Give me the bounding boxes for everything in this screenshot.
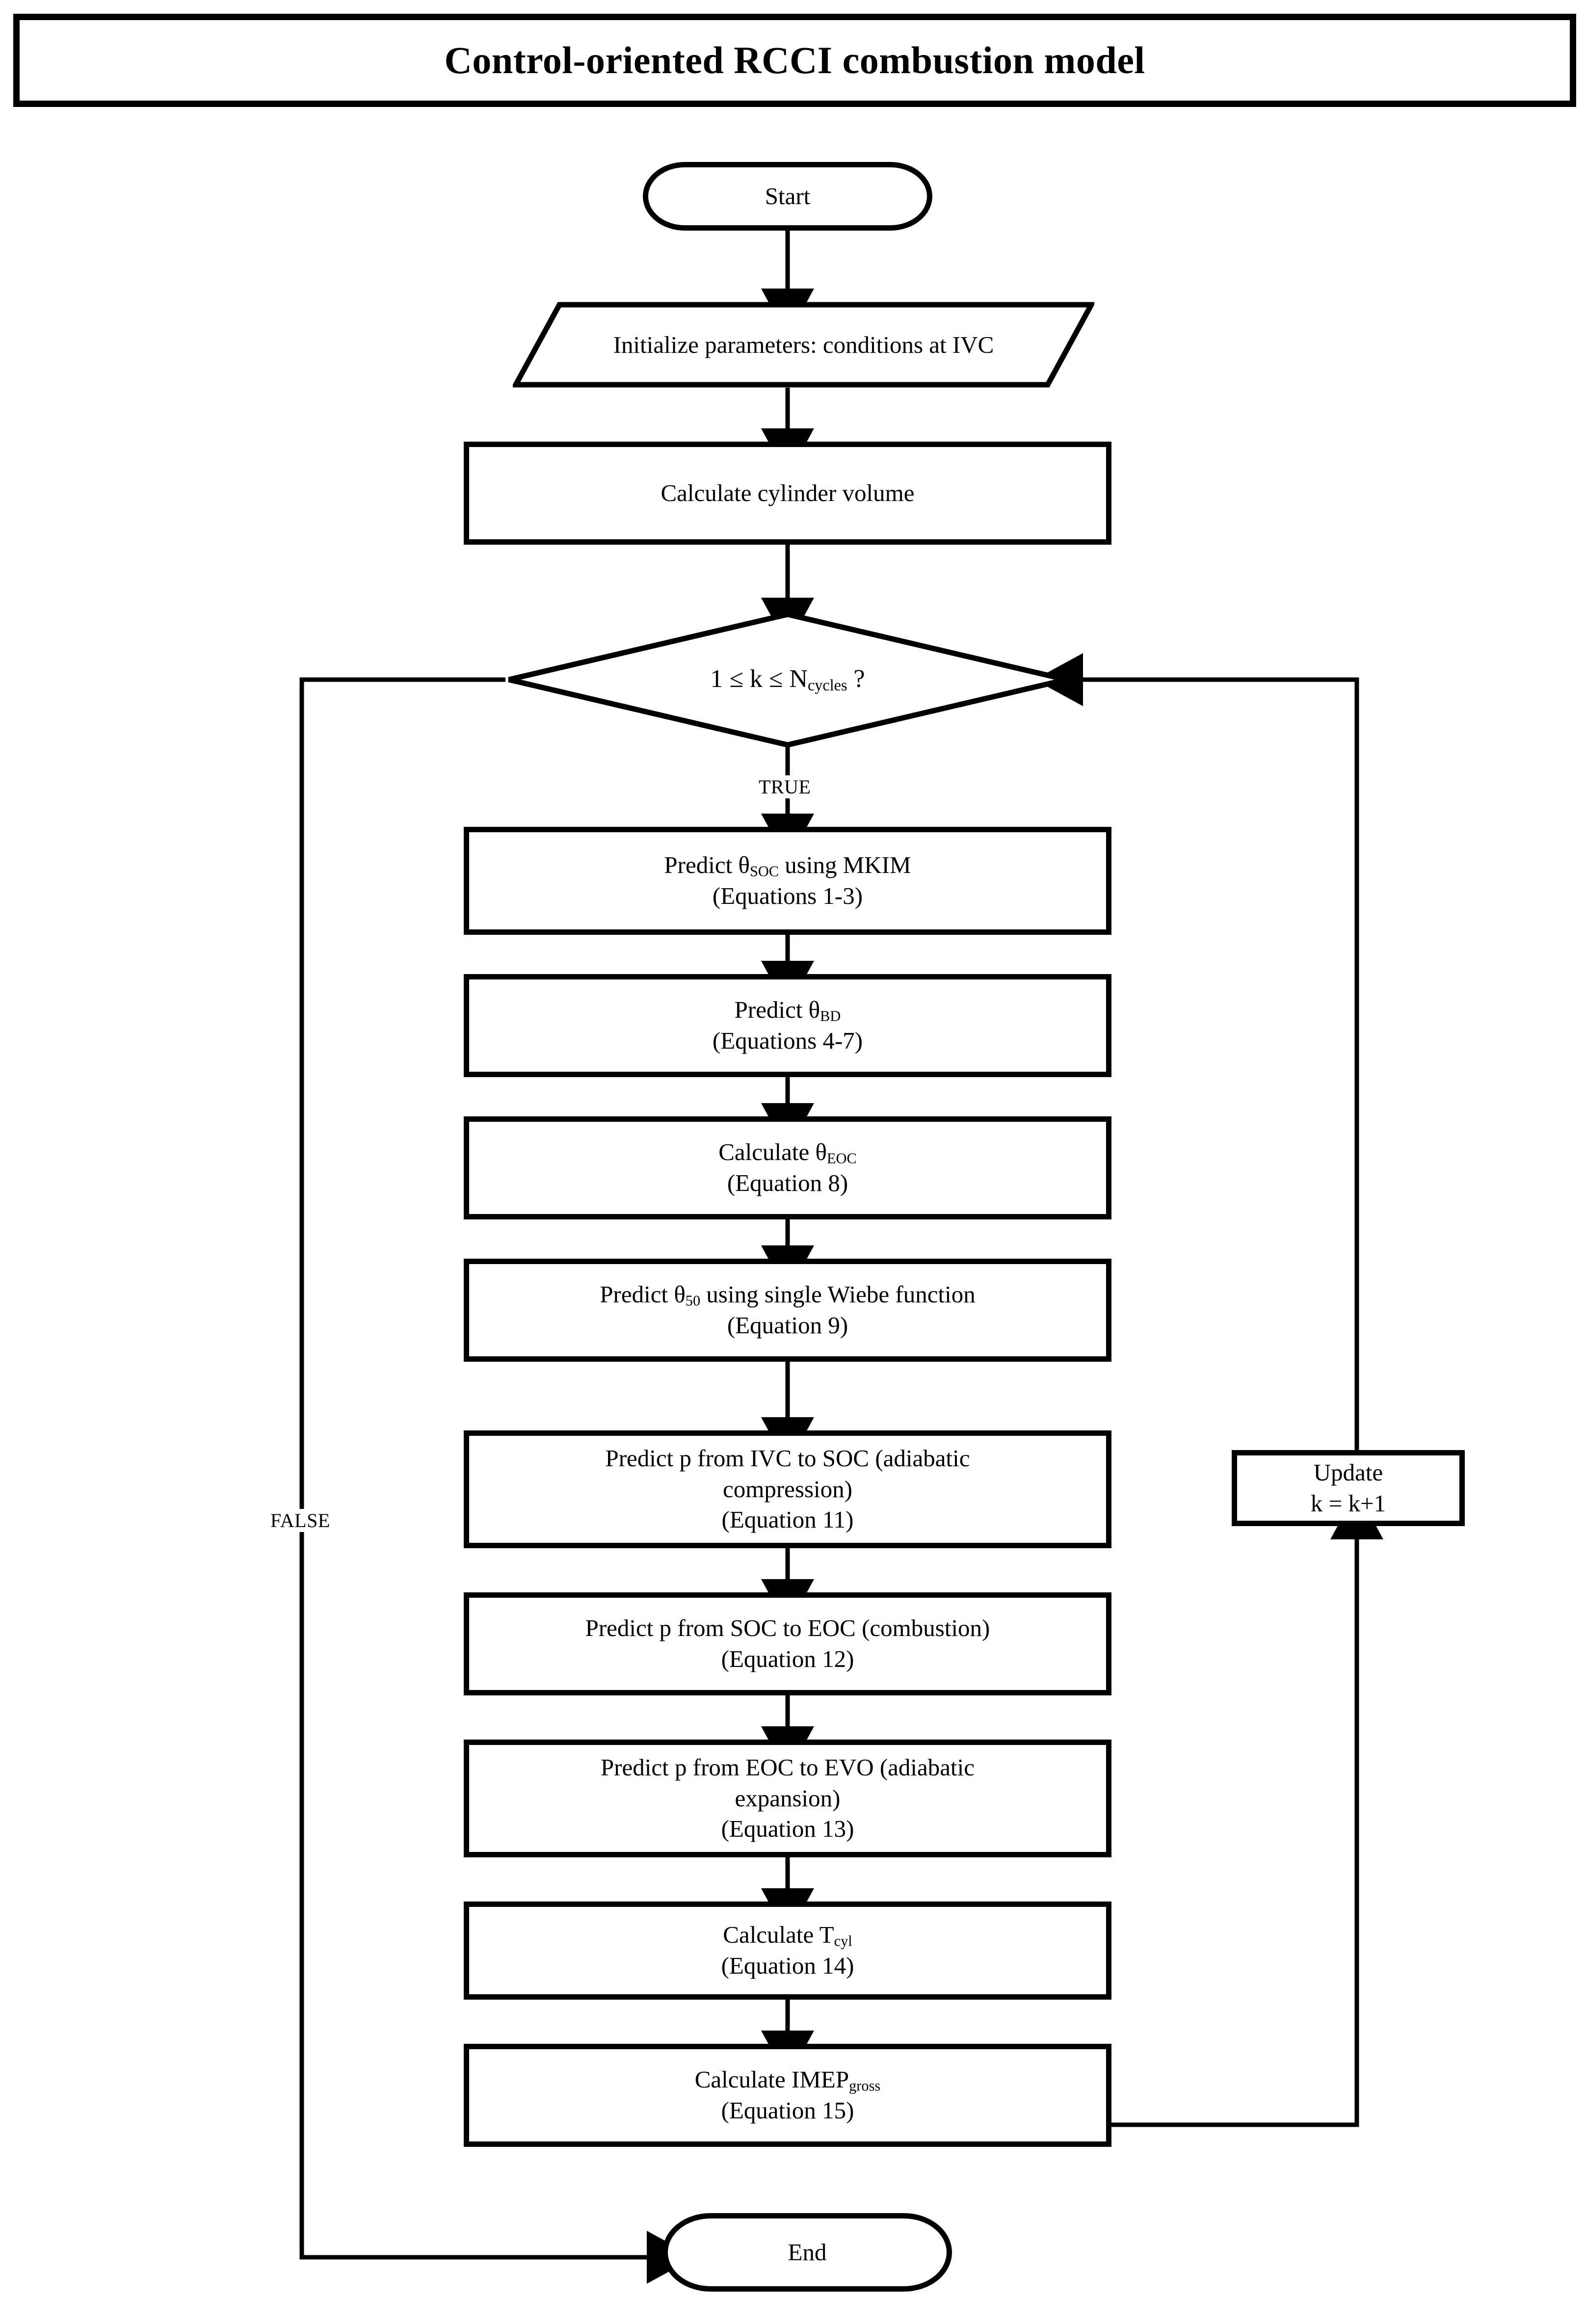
page-title: Control-oriented RCCI combustion model bbox=[444, 39, 1145, 81]
edge-label-true: TRUE bbox=[756, 775, 814, 798]
node-end[interactable]: End bbox=[662, 2213, 952, 2292]
node-update-counter[interactable]: Update k = k+1 bbox=[1232, 1450, 1465, 1526]
node-update-text: Update k = k+1 bbox=[1310, 1458, 1386, 1517]
node-step-predict-soc[interactable]: Predict θSOC using MKIM (Equations 1-3) bbox=[464, 827, 1111, 935]
edge-label-false: FALSE bbox=[267, 1509, 333, 1532]
node-initialize-label: Initialize parameters: conditions at IVC bbox=[613, 331, 994, 358]
node-step-text: Predict θBD (Equations 4-7) bbox=[712, 996, 863, 1055]
node-step-calc-imep[interactable]: Calculate IMEPgross (Equation 15) bbox=[464, 2044, 1111, 2147]
node-step-text: Calculate θEOC (Equation 8) bbox=[718, 1138, 857, 1197]
node-step-text: Predict θSOC using MKIM (Equations 1-3) bbox=[664, 851, 911, 910]
node-start[interactable]: Start bbox=[643, 162, 932, 231]
node-step-predict-ca50[interactable]: Predict θ50 using single Wiebe function … bbox=[464, 1259, 1111, 1362]
node-start-label: Start bbox=[765, 182, 811, 210]
title-box: Control-oriented RCCI combustion model bbox=[13, 14, 1576, 107]
node-initialize[interactable]: Initialize parameters: conditions at IVC bbox=[513, 302, 1094, 388]
node-calc-volume[interactable]: Calculate cylinder volume bbox=[464, 442, 1111, 545]
node-step-text: Calculate IMEPgross (Equation 15) bbox=[694, 2065, 881, 2124]
parallelogram-shape bbox=[513, 302, 1094, 388]
node-step-pressure-eoc-evo[interactable]: Predict p from EOC to EVO (adiabatic exp… bbox=[464, 1740, 1111, 1857]
diamond-shape bbox=[508, 611, 1067, 748]
node-step-text: Predict p from IVC to SOC (adiabatic com… bbox=[605, 1444, 970, 1533]
node-step-text: Predict p from EOC to EVO (adiabatic exp… bbox=[600, 1753, 975, 1843]
node-decision-cycles[interactable]: 1 ≤ k ≤ Ncycles ? bbox=[505, 611, 1070, 748]
node-step-pressure-soc-eoc[interactable]: Predict p from SOC to EOC (combustion) (… bbox=[464, 1592, 1111, 1695]
node-step-calc-eoc[interactable]: Calculate θEOC (Equation 8) bbox=[464, 1116, 1111, 1219]
node-decision-label: 1 ≤ k ≤ Ncycles ? bbox=[710, 665, 865, 694]
node-step-pressure-ivc-soc[interactable]: Predict p from IVC to SOC (adiabatic com… bbox=[464, 1430, 1111, 1548]
node-step-calc-tcyl[interactable]: Calculate Tcyl (Equation 14) bbox=[464, 1901, 1111, 2000]
node-step-predict-bd[interactable]: Predict θBD (Equations 4-7) bbox=[464, 974, 1111, 1077]
node-step-text: Predict θ50 using single Wiebe function … bbox=[600, 1280, 976, 1339]
node-step-text: Calculate Tcyl (Equation 14) bbox=[721, 1921, 854, 1980]
node-end-label: End bbox=[788, 2238, 827, 2266]
node-step-text: Predict p from SOC to EOC (combustion) (… bbox=[585, 1614, 990, 1672]
node-calc-volume-label: Calculate cylinder volume bbox=[660, 479, 915, 506]
